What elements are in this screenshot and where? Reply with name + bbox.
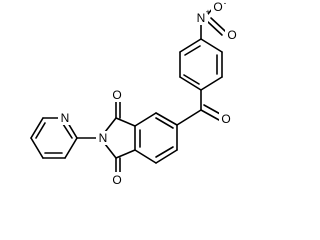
- atom-charge-nitro-n: +: [206, 8, 211, 17]
- bond-carbonyl-o-a: [200, 109, 220, 121]
- atom-label-imide-n: N: [99, 131, 108, 145]
- bond-pyridine-1: [64, 137, 78, 159]
- bond-imide-n-to-bottom: [104, 143, 117, 159]
- bond-phthalimide-1: [155, 112, 178, 126]
- bond-phthalimide-2: [134, 112, 157, 127]
- atom-label-imide-o-bottom: O: [112, 173, 121, 187]
- atom-label-pyridine-n: N: [61, 111, 70, 125]
- bond-nitrophenyl-1: [200, 38, 223, 53]
- nitro-n-label-bg: [194, 11, 208, 25]
- atom-label-nitro-o-top: O: [213, 0, 222, 14]
- bond-nitrophenyl-3: [200, 76, 223, 91]
- imide-o-top-label-bg: [110, 88, 124, 102]
- atom-labels: N + O - O O O O N N: [58, 0, 239, 187]
- bond-phthalimide-4: [134, 149, 157, 164]
- atom-label-ketone-o: O: [221, 112, 230, 126]
- bond-carbonyl-to-phthalimide: [176, 109, 202, 126]
- imide-o-bottom-label-bg: [110, 172, 124, 186]
- ketone-o-label-bg: [219, 112, 233, 126]
- bond-layer: [30, 7, 226, 175]
- bond-nitrophenyl-6-inner: [184, 45, 201, 56]
- bond-pyridine-6-inner: [62, 123, 73, 139]
- bond-nitrophenyl-4: [179, 76, 202, 91]
- bond-phthalimide-1-inner: [155, 117, 174, 129]
- imide-n-label-bg: [96, 131, 110, 145]
- bond-nitrophenyl-4-inner: [183, 74, 200, 85]
- atom-charge-nitro-o-top: -: [224, 0, 227, 8]
- nitro-o-top-label-bg: [211, 0, 225, 14]
- bond-imide-bottom-carbon: [115, 149, 136, 159]
- bond-pyridine-3: [30, 137, 44, 159]
- pyridine-n-label-bg: [58, 111, 72, 125]
- bond-nitrophenyl-6: [179, 38, 202, 53]
- bond-imide-top-to-n: [104, 117, 117, 133]
- bond-nitro-n-o-right-a: [207, 21, 223, 36]
- atom-label-nitro-n: N: [197, 11, 206, 25]
- bond-imide-top-carbon: [115, 117, 136, 127]
- bond-nitro-n-o-right-b: [210, 17, 226, 32]
- nitro-o-right-label-bg: [225, 28, 239, 42]
- bond-pyridine-4: [30, 117, 44, 139]
- bond-pyridine-4-inner: [35, 122, 46, 139]
- bond-phthalimide-5: [155, 149, 178, 164]
- chemical-structure-diagram: N + O - O O O O N N: [30, 0, 239, 187]
- atom-label-imide-o-top: O: [112, 88, 121, 102]
- bond-phthalimide-5-inner: [155, 146, 174, 158]
- atom-label-nitro-o-right: O: [227, 28, 236, 42]
